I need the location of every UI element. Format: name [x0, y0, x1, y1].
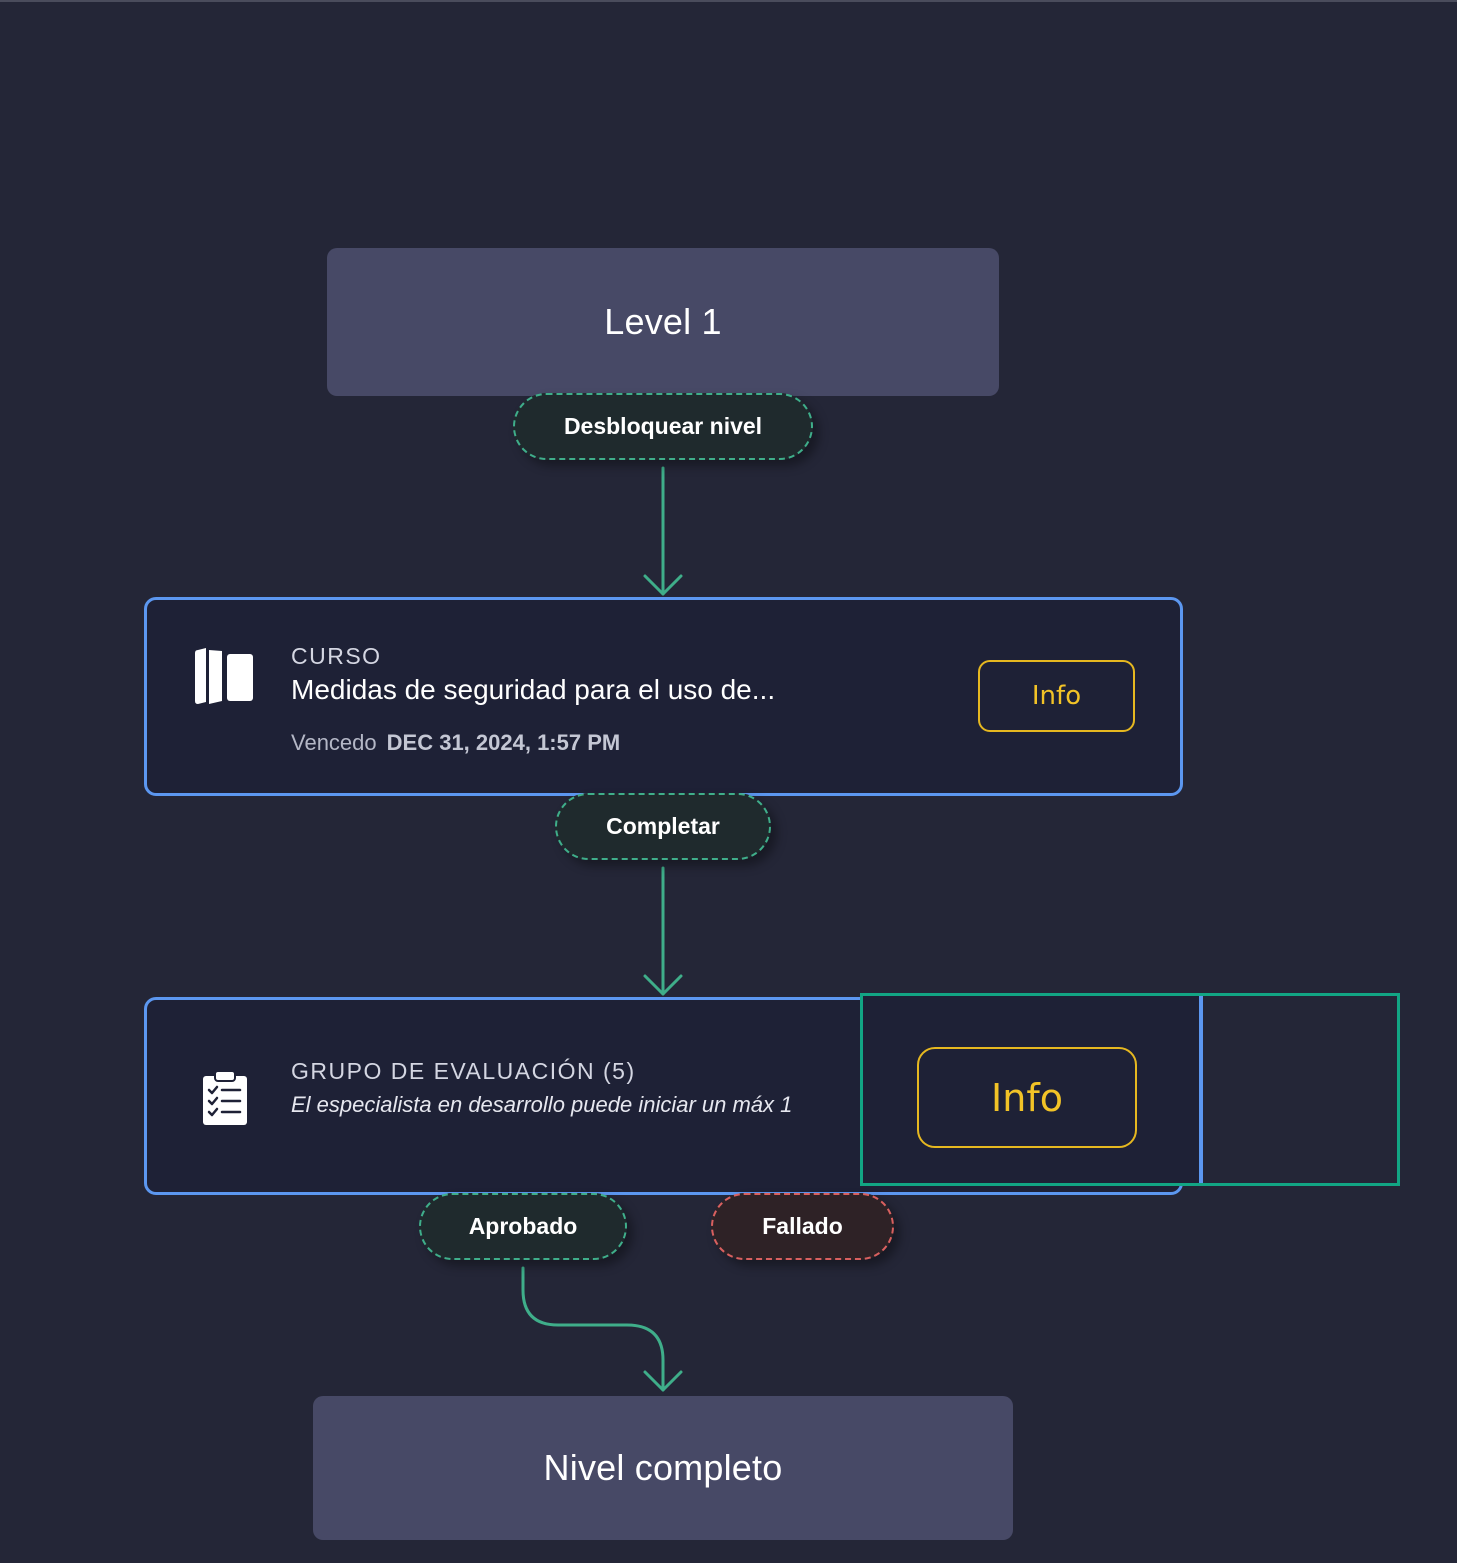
level-start-node[interactable]: Level 1 — [327, 248, 999, 396]
failed-condition[interactable]: Fallado — [711, 1193, 894, 1260]
course-card[interactable]: CURSO Medidas de seguridad para el uso d… — [144, 597, 1183, 796]
course-kind-label: CURSO — [291, 643, 382, 669]
course-info-label: Info — [1031, 681, 1082, 711]
arrowhead-level-complete — [643, 1370, 683, 1392]
clipboard-checklist-icon — [203, 1070, 247, 1125]
approved-label: Aprobado — [468, 1213, 578, 1239]
approved-condition[interactable]: Aprobado — [419, 1193, 627, 1260]
evaluation-info-button[interactable]: Info — [917, 1047, 1137, 1148]
level-start-label: Level 1 — [604, 301, 722, 342]
due-date-value: DEC 31, 2024, 1:57 PM — [386, 730, 621, 755]
connector-approved-to-complete — [521, 1266, 665, 1392]
window-top-border — [0, 0, 1457, 2]
arrowhead-course — [643, 574, 683, 596]
course-title: Medidas de seguridad para el uso de... — [291, 674, 776, 705]
unlock-level-condition[interactable]: Desbloquear nivel — [513, 393, 813, 460]
failed-label: Fallado — [762, 1213, 843, 1239]
due-label: Vencedo — [291, 730, 377, 755]
selection-highlight — [860, 993, 1400, 1186]
evaluation-info-label: Info — [991, 1075, 1063, 1120]
unlock-level-label: Desbloquear nivel — [563, 413, 763, 439]
level-complete-node[interactable]: Nivel completo — [313, 1396, 1013, 1540]
complete-condition[interactable]: Completar — [555, 793, 771, 860]
course-info-button[interactable]: Info — [978, 660, 1135, 732]
book-icon — [195, 648, 253, 704]
card-border-segment — [1199, 996, 1203, 1183]
course-due-row: Vencedo DEC 31, 2024, 1:57 PM — [291, 730, 620, 756]
evaluation-kind-label: GRUPO DE EVALUACIÓN (5) — [291, 1058, 636, 1084]
arrowhead-eval — [643, 974, 683, 996]
complete-label: Completar — [606, 813, 720, 839]
level-complete-label: Nivel completo — [543, 1447, 783, 1488]
info-area-background — [863, 996, 1200, 1183]
evaluation-description: El especialista en desarrollo puede inic… — [291, 1092, 793, 1117]
